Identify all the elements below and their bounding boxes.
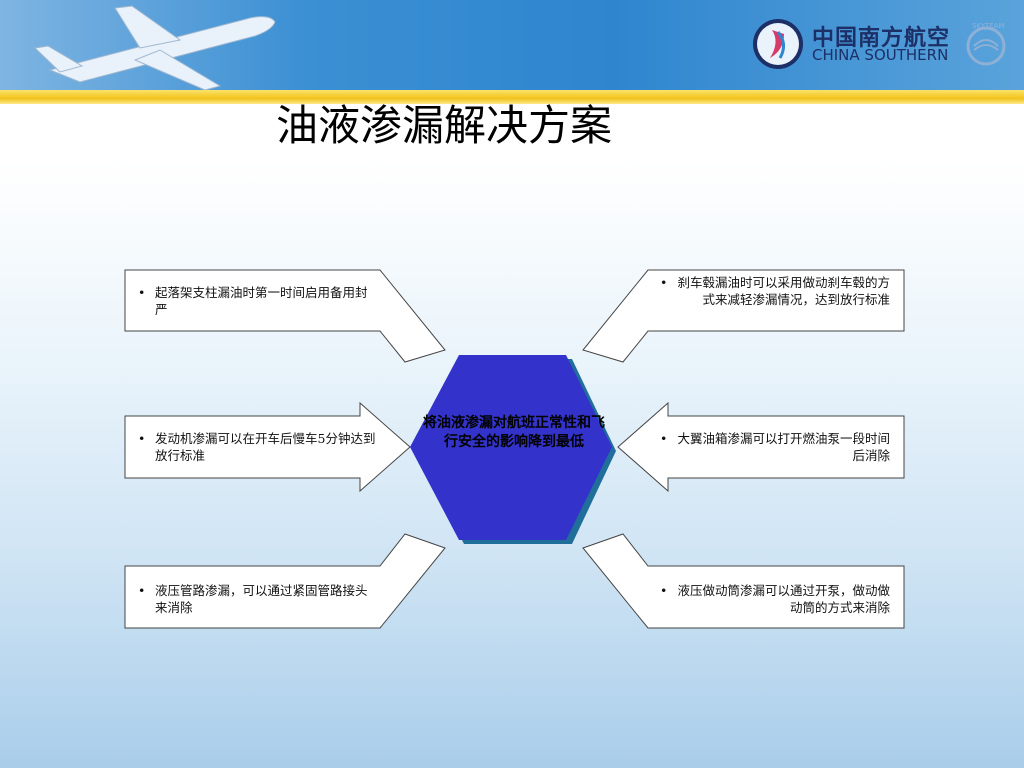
callout-box-mid-right [617,401,905,493]
callout-box-bottom-left [124,533,446,629]
airline-logo-icon [753,19,803,69]
brand-name-cn: 中国南方航空 [812,26,951,51]
item-bottom-left: •液压管路渗漏，可以通过紧固管路接头来消除 [138,583,368,615]
callout-box-mid-left [124,401,411,493]
item-mid-right: •大翼油箱渗漏可以打开燃油泵一段时间后消除 [660,431,890,463]
center-hexagon [410,355,612,540]
item-bottom-right: •液压做动筒渗漏可以通过开泵，做动做动筒的方式来消除 [660,583,890,615]
gold-stripe [0,90,1024,104]
center-statement: 将油液渗漏对航班正常性和飞行安全的影响降到最低 [423,415,605,450]
callout-box-top-right [582,269,905,363]
slide-title: 油液渗漏解决方案 [276,101,613,150]
item-top-right: •刹车毂漏油时可以采用做动刹车毂的方式来减轻渗漏情况，达到放行标准 [660,275,890,307]
header-banner [0,0,1024,90]
skyteam-label: SKYTEAM [972,22,1005,30]
item-mid-left: •发动机渗漏可以在开车后慢车5分钟达到放行标准 [138,431,376,463]
brand-name-en: CHINA SOUTHERN [812,46,949,64]
callout-box-top-left [124,269,446,363]
skyteam-logo-icon: SKYTEAM [966,22,1006,66]
item-top-left: •起落架支柱漏油时第一时间启用备用封严 [138,285,368,317]
callout-box-bottom-right [582,533,905,629]
airplane-icon [33,5,276,90]
